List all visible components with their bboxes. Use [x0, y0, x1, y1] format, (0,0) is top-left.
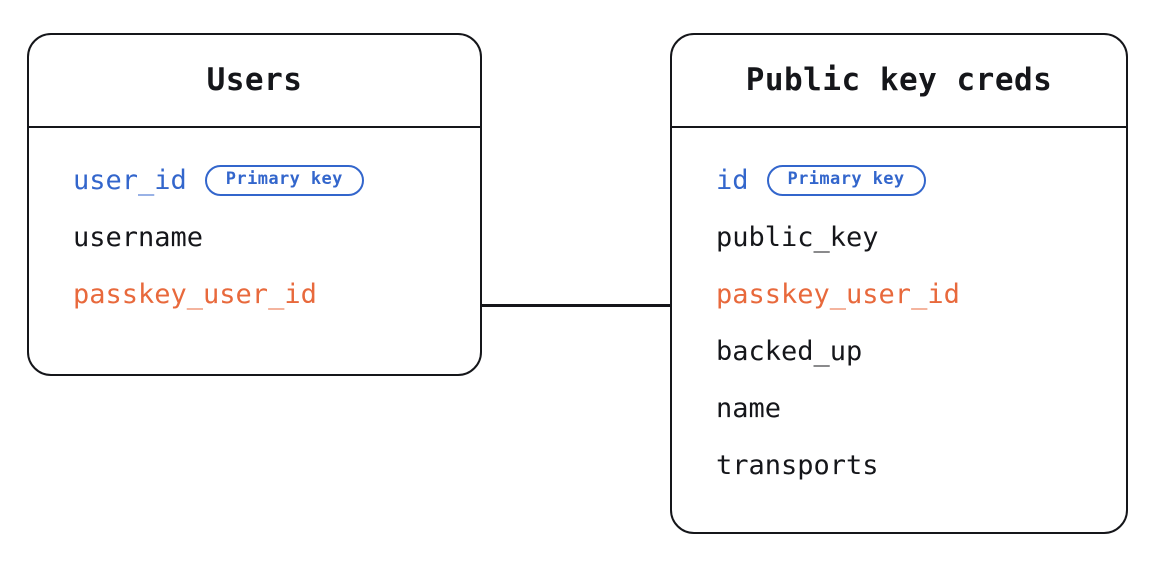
entity-title-users: Users — [29, 35, 480, 128]
field-row[interactable]: transports — [672, 437, 1126, 494]
field-row[interactable]: id Primary key — [672, 152, 1126, 209]
field-name-backed-up: backed_up — [716, 336, 863, 367]
field-name-passkey-user-id: passkey_user_id — [716, 279, 960, 310]
field-row[interactable]: passkey_user_id — [29, 266, 480, 323]
field-name-user-id: user_id — [73, 165, 187, 196]
field-name-transports: transports — [716, 450, 879, 481]
field-row[interactable]: user_id Primary key — [29, 152, 480, 209]
field-row[interactable]: username — [29, 209, 480, 266]
entity-field-list-public-key-creds: id Primary key public_key passkey_user_i… — [672, 128, 1126, 494]
relationship-line-users-to-public-key-creds — [479, 304, 672, 307]
primary-key-badge: Primary key — [204, 165, 364, 196]
entity-field-list-users: user_id Primary key username passkey_use… — [29, 128, 480, 323]
entity-box-public-key-creds[interactable]: Public key creds id Primary key public_k… — [670, 33, 1128, 534]
field-row[interactable]: backed_up — [672, 323, 1126, 380]
field-row[interactable]: name — [672, 380, 1126, 437]
entity-box-users[interactable]: Users user_id Primary key username passk… — [27, 33, 482, 376]
field-name-name: name — [716, 393, 782, 424]
field-name-public-key: public_key — [716, 222, 879, 253]
field-name-id: id — [716, 165, 749, 196]
entity-title-public-key-creds: Public key creds — [672, 35, 1126, 128]
field-name-passkey-user-id: passkey_user_id — [73, 279, 317, 310]
field-row[interactable]: public_key — [672, 209, 1126, 266]
field-row[interactable]: passkey_user_id — [672, 266, 1126, 323]
field-name-username: username — [73, 222, 204, 253]
primary-key-badge: Primary key — [766, 165, 926, 196]
